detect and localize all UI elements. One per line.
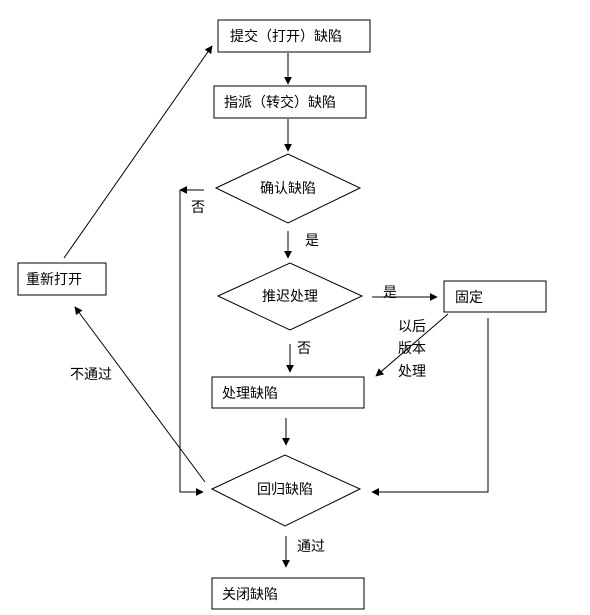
label-confirm-no: 否 bbox=[191, 200, 205, 216]
edge-fixed-to-regress bbox=[371, 318, 489, 496]
node-defer-label: 推迟处理 bbox=[262, 289, 318, 305]
node-close-label: 关闭缺陷 bbox=[222, 587, 278, 603]
node-close-defect: 关闭缺陷 bbox=[211, 577, 365, 610]
edge-reopen-to-submit bbox=[63, 45, 213, 259]
node-assign-label: 指派（转交）缺陷 bbox=[224, 94, 336, 111]
label-not-pass: 不通过 bbox=[70, 367, 112, 383]
node-process-label: 处理缺陷 bbox=[222, 386, 278, 402]
node-fixed-label: 固定 bbox=[455, 290, 483, 306]
node-submit-label: 提交（打开）缺陷 bbox=[230, 28, 342, 45]
node-assign-defect: 指派（转交）缺陷 bbox=[213, 85, 367, 119]
edge-confirm-no-to-regress bbox=[179, 190, 204, 496]
label-confirm-yes: 是 bbox=[305, 233, 319, 249]
node-confirm-label: 确认缺陷 bbox=[260, 181, 316, 197]
node-regress-label: 回归缺陷 bbox=[257, 481, 313, 498]
node-confirm-defect: 确认缺陷 bbox=[214, 153, 362, 224]
label-later-line2: 版本 bbox=[398, 341, 426, 357]
label-defer-yes: 是 bbox=[383, 285, 397, 301]
node-defer-processing: 推迟处理 bbox=[216, 262, 364, 331]
node-process-defect: 处理缺陷 bbox=[211, 376, 365, 409]
label-later-line3: 处理 bbox=[398, 364, 426, 380]
node-fixed: 固定 bbox=[443, 280, 547, 313]
node-reopen: 重新打开 bbox=[17, 262, 107, 296]
label-pass: 通过 bbox=[297, 539, 325, 555]
label-later-line1: 以后 bbox=[398, 319, 426, 335]
edge-fixed-to-process bbox=[375, 313, 449, 377]
node-submit-defect: 提交（打开）缺陷 bbox=[217, 19, 371, 53]
node-regress-defect: 回归缺陷 bbox=[210, 454, 362, 527]
node-reopen-label: 重新打开 bbox=[26, 271, 82, 288]
edge-regress-fail-to-reopen bbox=[74, 306, 206, 483]
label-defer-no: 否 bbox=[297, 341, 311, 357]
